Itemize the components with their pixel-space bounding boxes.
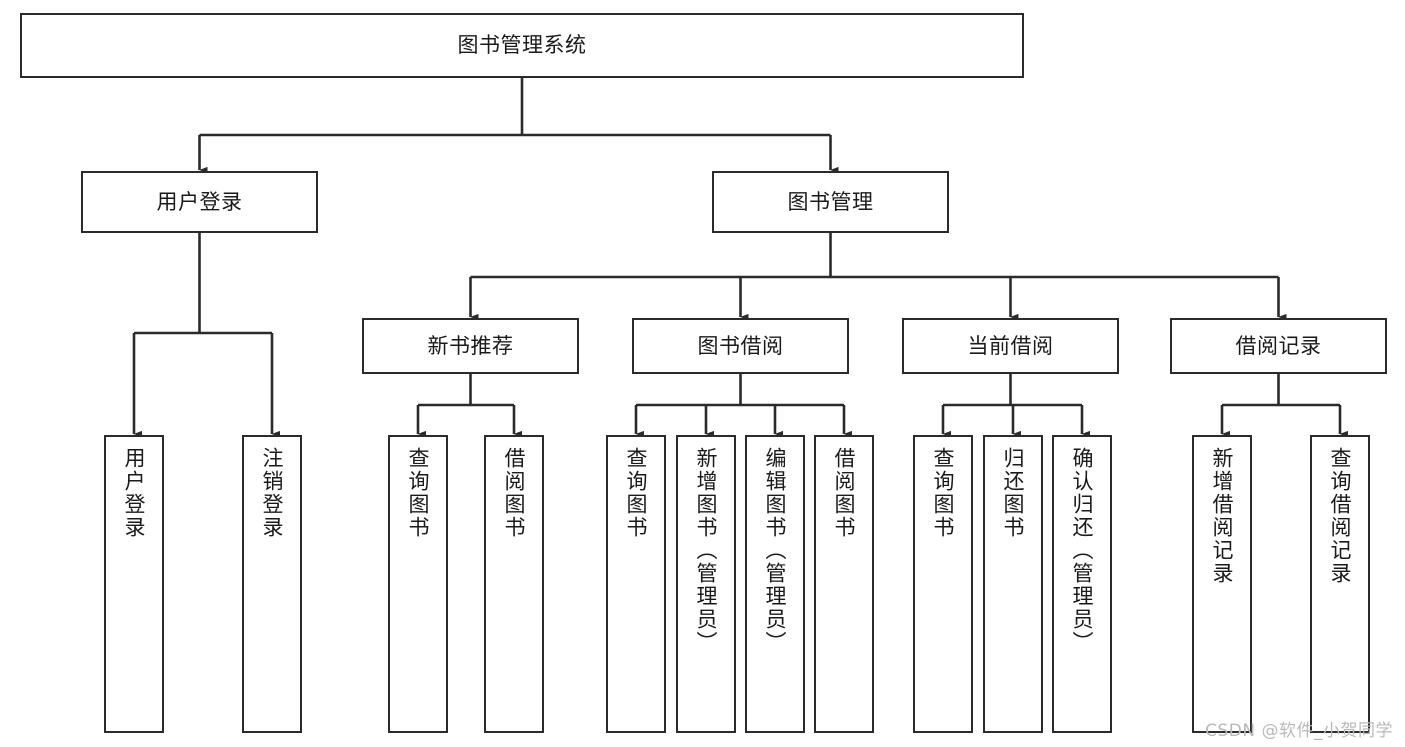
node-label: 借阅图书 [502, 447, 527, 539]
node-label: 新增借阅记录 [1210, 447, 1235, 585]
node-label: 查询图书 [931, 447, 956, 539]
node-label: 当前借阅 [967, 333, 1054, 358]
node-leaf-query-book-2[interactable]: 查询图书 [606, 435, 666, 733]
node-leaf-logout[interactable]: 注销登录 [242, 435, 302, 733]
node-leaf-borrow-book-1[interactable]: 借阅图书 [484, 435, 544, 733]
node-label: 图书借阅 [697, 333, 784, 358]
node-label: 确认归还（管理员） [1070, 447, 1095, 654]
node-label: 用户登录 [122, 447, 147, 539]
node-label: 图书管理系统 [457, 33, 587, 58]
node-label: 查询图书 [406, 447, 431, 539]
node-label: 注销登录 [260, 447, 285, 539]
node-label: 编辑图书（管理员） [763, 447, 788, 654]
node-label: 新书推荐 [427, 333, 514, 358]
node-leaf-confirm-return[interactable]: 确认归还（管理员） [1052, 435, 1112, 733]
node-leaf-add-record[interactable]: 新增借阅记录 [1192, 435, 1252, 733]
node-leaf-add-book[interactable]: 新增图书（管理员） [676, 435, 736, 733]
node-current-borrow[interactable]: 当前借阅 [902, 318, 1119, 374]
node-label: 用户登录 [156, 189, 243, 214]
node-user-login[interactable]: 用户登录 [81, 171, 318, 233]
node-leaf-query-book-3[interactable]: 查询图书 [913, 435, 973, 733]
node-book-borrow[interactable]: 图书借阅 [632, 318, 849, 374]
node-leaf-borrow-book-2[interactable]: 借阅图书 [814, 435, 874, 733]
node-label: 新增图书（管理员） [694, 447, 719, 654]
node-leaf-query-book-1[interactable]: 查询图书 [388, 435, 448, 733]
node-new-book-recommend[interactable]: 新书推荐 [362, 318, 579, 374]
node-label: 借阅图书 [832, 447, 857, 539]
node-leaf-return-book[interactable]: 归还图书 [983, 435, 1043, 733]
node-label: 查询借阅记录 [1328, 447, 1353, 585]
node-borrow-record[interactable]: 借阅记录 [1170, 318, 1387, 374]
node-label: 查询图书 [624, 447, 649, 539]
node-leaf-query-record[interactable]: 查询借阅记录 [1310, 435, 1370, 733]
node-leaf-user-login[interactable]: 用户登录 [104, 435, 164, 733]
node-leaf-edit-book[interactable]: 编辑图书（管理员） [745, 435, 805, 733]
node-label: 图书管理 [787, 189, 874, 214]
node-label: 借阅记录 [1235, 333, 1322, 358]
node-book-manage[interactable]: 图书管理 [712, 171, 949, 233]
node-root[interactable]: 图书管理系统 [20, 13, 1024, 78]
node-label: 归还图书 [1001, 447, 1026, 539]
watermark-text: CSDN @软件_小贺同学 [1205, 721, 1393, 741]
